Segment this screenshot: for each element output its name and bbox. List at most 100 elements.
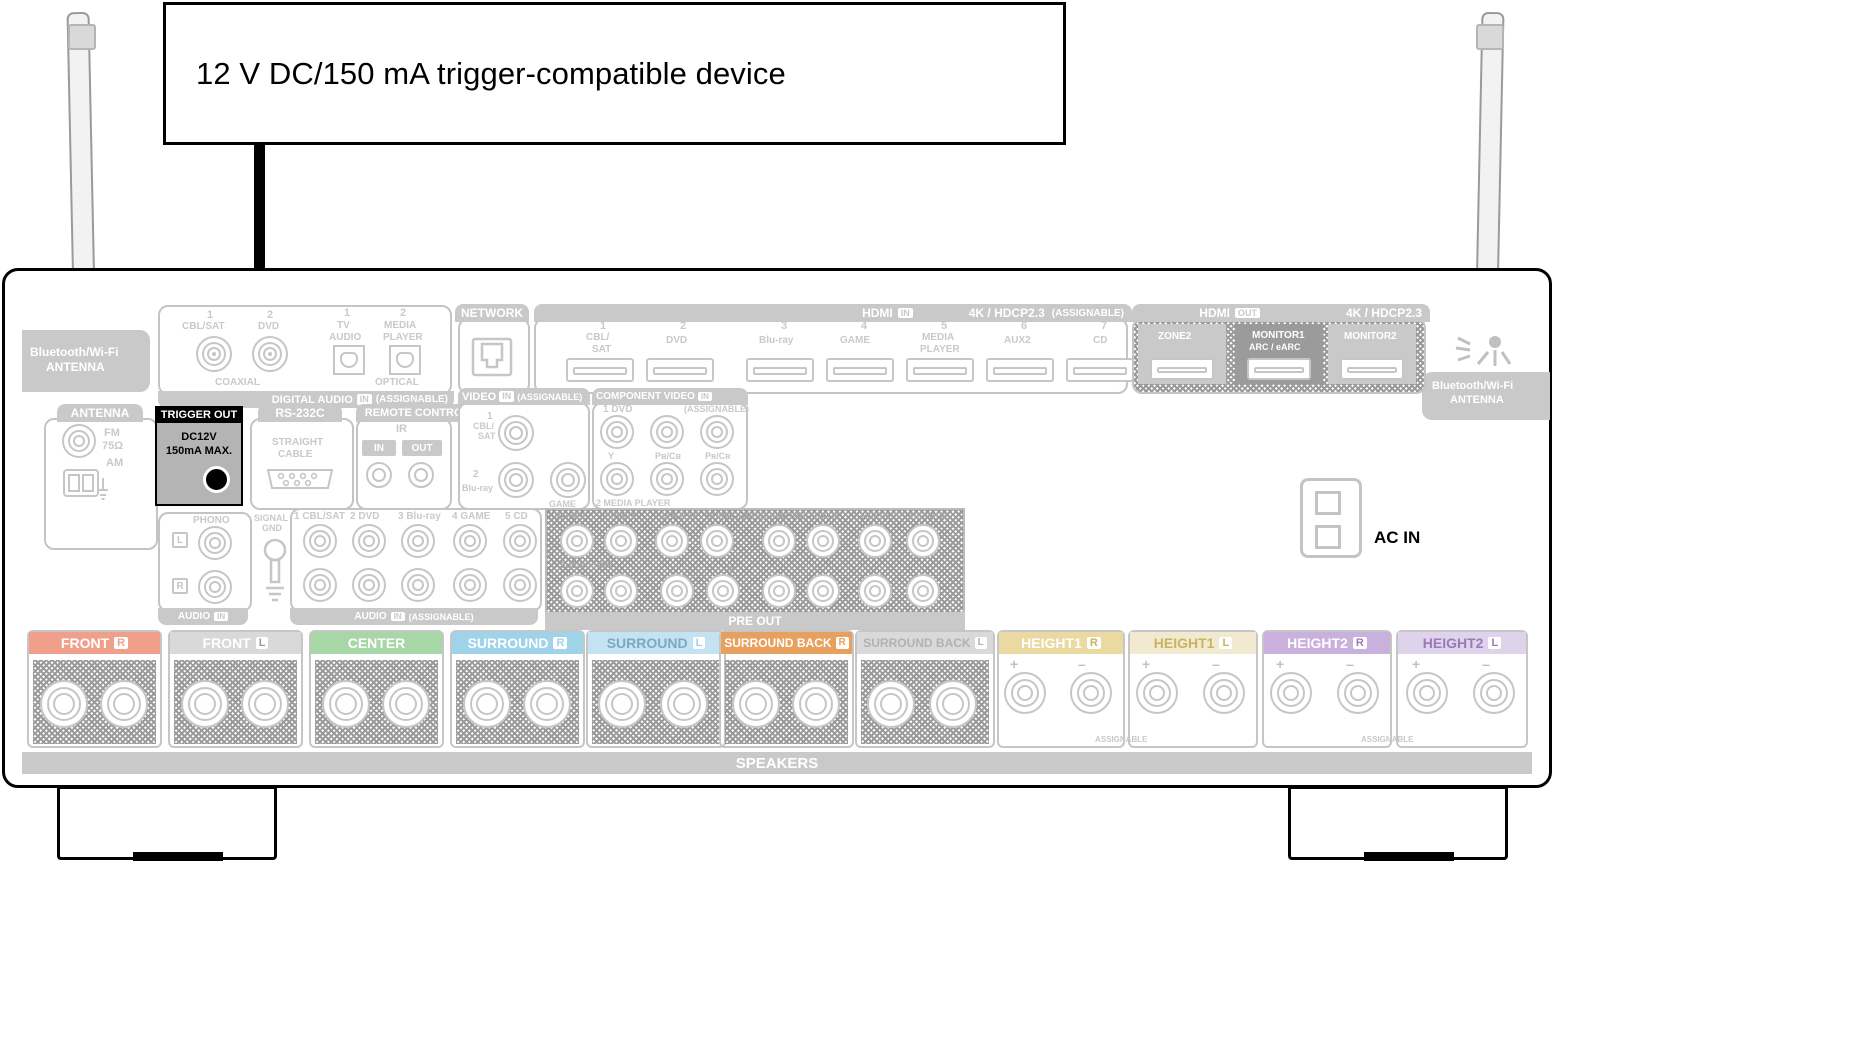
speaker-post-center-minus[interactable] <box>382 680 430 728</box>
speaker-post-height1-l-minus[interactable] <box>1203 672 1245 714</box>
speaker-post-front-r-plus[interactable] <box>40 680 88 728</box>
component-video-assignable: (ASSIGNABLE) <box>684 404 749 414</box>
rs232c-db9-connector[interactable] <box>264 466 336 492</box>
coax-2-name: DVD <box>258 321 280 332</box>
speaker-post-height1-l-plus[interactable] <box>1136 672 1178 714</box>
video-in-3-jack[interactable] <box>550 462 586 498</box>
pre-out-height2-r-jack[interactable] <box>906 574 940 608</box>
speaker-post-center-plus[interactable] <box>322 680 370 728</box>
audio-in-5-right-jack[interactable] <box>503 568 537 602</box>
audio-in-4-right-jack[interactable] <box>453 568 487 602</box>
component-pb-2-jack[interactable] <box>650 462 684 496</box>
hdmi-in-3-port[interactable] <box>746 358 814 382</box>
speaker-post-height2-r-plus[interactable] <box>1270 672 1312 714</box>
speaker-post-surround-r-minus[interactable] <box>523 680 571 728</box>
hdmi-in-5-port[interactable] <box>906 358 974 382</box>
speaker-post-height1-r-minus[interactable] <box>1070 672 1112 714</box>
video-in-1-name1: CBL/ <box>473 421 494 431</box>
component-pb-1-jack[interactable] <box>650 415 684 449</box>
video-in-2-jack[interactable] <box>498 462 534 498</box>
audio-in-4-left-jack[interactable] <box>453 524 487 558</box>
audio-in-1-left-jack[interactable] <box>303 524 337 558</box>
pre-out-height1-r-jack[interactable] <box>858 574 892 608</box>
audio-in-5-left-jack[interactable] <box>503 524 537 558</box>
speaker-post-sb-r-plus[interactable] <box>732 680 780 728</box>
optical-1-number: 1 <box>344 307 351 319</box>
hdmi-in-6-port[interactable] <box>986 358 1054 382</box>
pre-out-surround-r-jack[interactable] <box>762 574 796 608</box>
pre-out-surround-back-r-jack[interactable] <box>806 574 840 608</box>
pre-out-center-jack[interactable] <box>655 524 689 558</box>
speaker-post-height2-r-minus[interactable] <box>1337 672 1379 714</box>
hdmi-in-4-port[interactable] <box>826 358 894 382</box>
am-antenna-terminal[interactable] <box>60 466 114 510</box>
speaker-group-front-l <box>168 630 303 748</box>
pre-out-front-l-jack[interactable] <box>604 524 638 558</box>
speaker-post-front-l-plus[interactable] <box>181 680 229 728</box>
speaker-post-height2-l-minus[interactable] <box>1473 672 1515 714</box>
pre-out-front-r-jack[interactable] <box>604 574 638 608</box>
component-y-1-jack[interactable] <box>600 415 634 449</box>
signal-gnd-terminal[interactable] <box>258 536 292 610</box>
video-in-caption: VIDEO <box>462 390 497 403</box>
speaker-post-sb-l-minus[interactable] <box>929 680 977 728</box>
optical-1-jack[interactable] <box>333 345 365 375</box>
video-in-caption-bar: VIDEO IN (ASSIGNABLE) <box>458 388 590 405</box>
phono-right-jack[interactable] <box>198 570 232 604</box>
speaker-post-sb-l-plus[interactable] <box>867 680 915 728</box>
audio-in-3-right-jack[interactable] <box>401 568 435 602</box>
trigger-out-jack[interactable] <box>203 466 230 493</box>
component-pr-2-jack[interactable] <box>700 462 734 496</box>
hdmi-out-zone2-port[interactable] <box>1150 358 1214 380</box>
hdmi-in-2-port[interactable] <box>646 358 714 382</box>
phono-left-jack[interactable] <box>198 526 232 560</box>
speaker-post-sb-r-minus[interactable] <box>792 680 840 728</box>
pre-out-zone2-l-jack[interactable] <box>560 524 594 558</box>
speaker-post-height2-l-plus[interactable] <box>1406 672 1448 714</box>
hdmi-in-1-port[interactable] <box>566 358 634 382</box>
audio-in-1-right-jack[interactable] <box>303 568 337 602</box>
speaker-post-front-r-minus[interactable] <box>100 680 148 728</box>
coaxial-2-jack[interactable] <box>252 336 288 372</box>
remote-out-jack[interactable] <box>408 462 434 488</box>
pre-out-sbr-jack[interactable] <box>806 524 840 558</box>
pre-out-surround-l-jack[interactable] <box>700 524 734 558</box>
pre-out-height2-l-jack[interactable] <box>906 524 940 558</box>
component-video-row2-label: 2 MEDIA PLAYER <box>596 498 671 508</box>
hdmi-in-7-port[interactable] <box>1066 358 1134 382</box>
speaker-post-height1-r-plus[interactable] <box>1004 672 1046 714</box>
component-y-2-jack[interactable] <box>600 462 634 496</box>
pre-out-height1-l-jack[interactable] <box>858 524 892 558</box>
hdmi-out-caption: HDMI <box>1199 306 1230 320</box>
pre-out-subwoofer-2-jack[interactable] <box>706 574 740 608</box>
video-in-1-jack[interactable] <box>498 415 534 451</box>
speaker-post-surround-l-plus[interactable] <box>598 680 646 728</box>
hdmi-out-monitor1-port[interactable] <box>1247 358 1311 380</box>
network-rj45-jack[interactable] <box>470 336 514 378</box>
component-pr-1-jack[interactable] <box>700 415 734 449</box>
speaker-post-front-l-minus[interactable] <box>241 680 289 728</box>
speaker-side-height2-r: R <box>1352 636 1367 650</box>
audio-in-2-left-jack[interactable] <box>352 524 386 558</box>
speaker-group-center <box>309 630 444 748</box>
pre-out-sbl-jack[interactable] <box>762 524 796 558</box>
speaker-post-surround-r-plus[interactable] <box>463 680 511 728</box>
hdmi-out-monitor2-port[interactable] <box>1340 358 1404 380</box>
hdmi-out-tag: OUT <box>1234 307 1260 319</box>
pre-out-zone2-r-jack[interactable] <box>560 574 594 608</box>
remote-in-jack[interactable] <box>366 462 392 488</box>
speaker-side-surround-back-l: L <box>974 637 987 649</box>
audio-in-2-right-jack[interactable] <box>352 568 386 602</box>
fm-antenna-jack[interactable] <box>62 424 96 458</box>
speaker-post-surround-l-minus[interactable] <box>660 680 708 728</box>
audio-in-3-left-jack[interactable] <box>401 524 435 558</box>
hdmi-in-6-number: 6 <box>1021 320 1028 332</box>
optical-2-jack[interactable] <box>389 345 421 375</box>
optical-2-number: 2 <box>400 307 407 319</box>
hdmi-in-4-number: 4 <box>861 320 868 332</box>
ac-in-inlet[interactable] <box>1300 478 1362 558</box>
speaker-label-height2-l: HEIGHT2 L <box>1398 632 1526 654</box>
coaxial-1-jack[interactable] <box>196 336 232 372</box>
pre-out-subwoofer-1-jack[interactable] <box>660 574 694 608</box>
pre-out-subwoofer-1-number: 1 <box>683 565 689 575</box>
